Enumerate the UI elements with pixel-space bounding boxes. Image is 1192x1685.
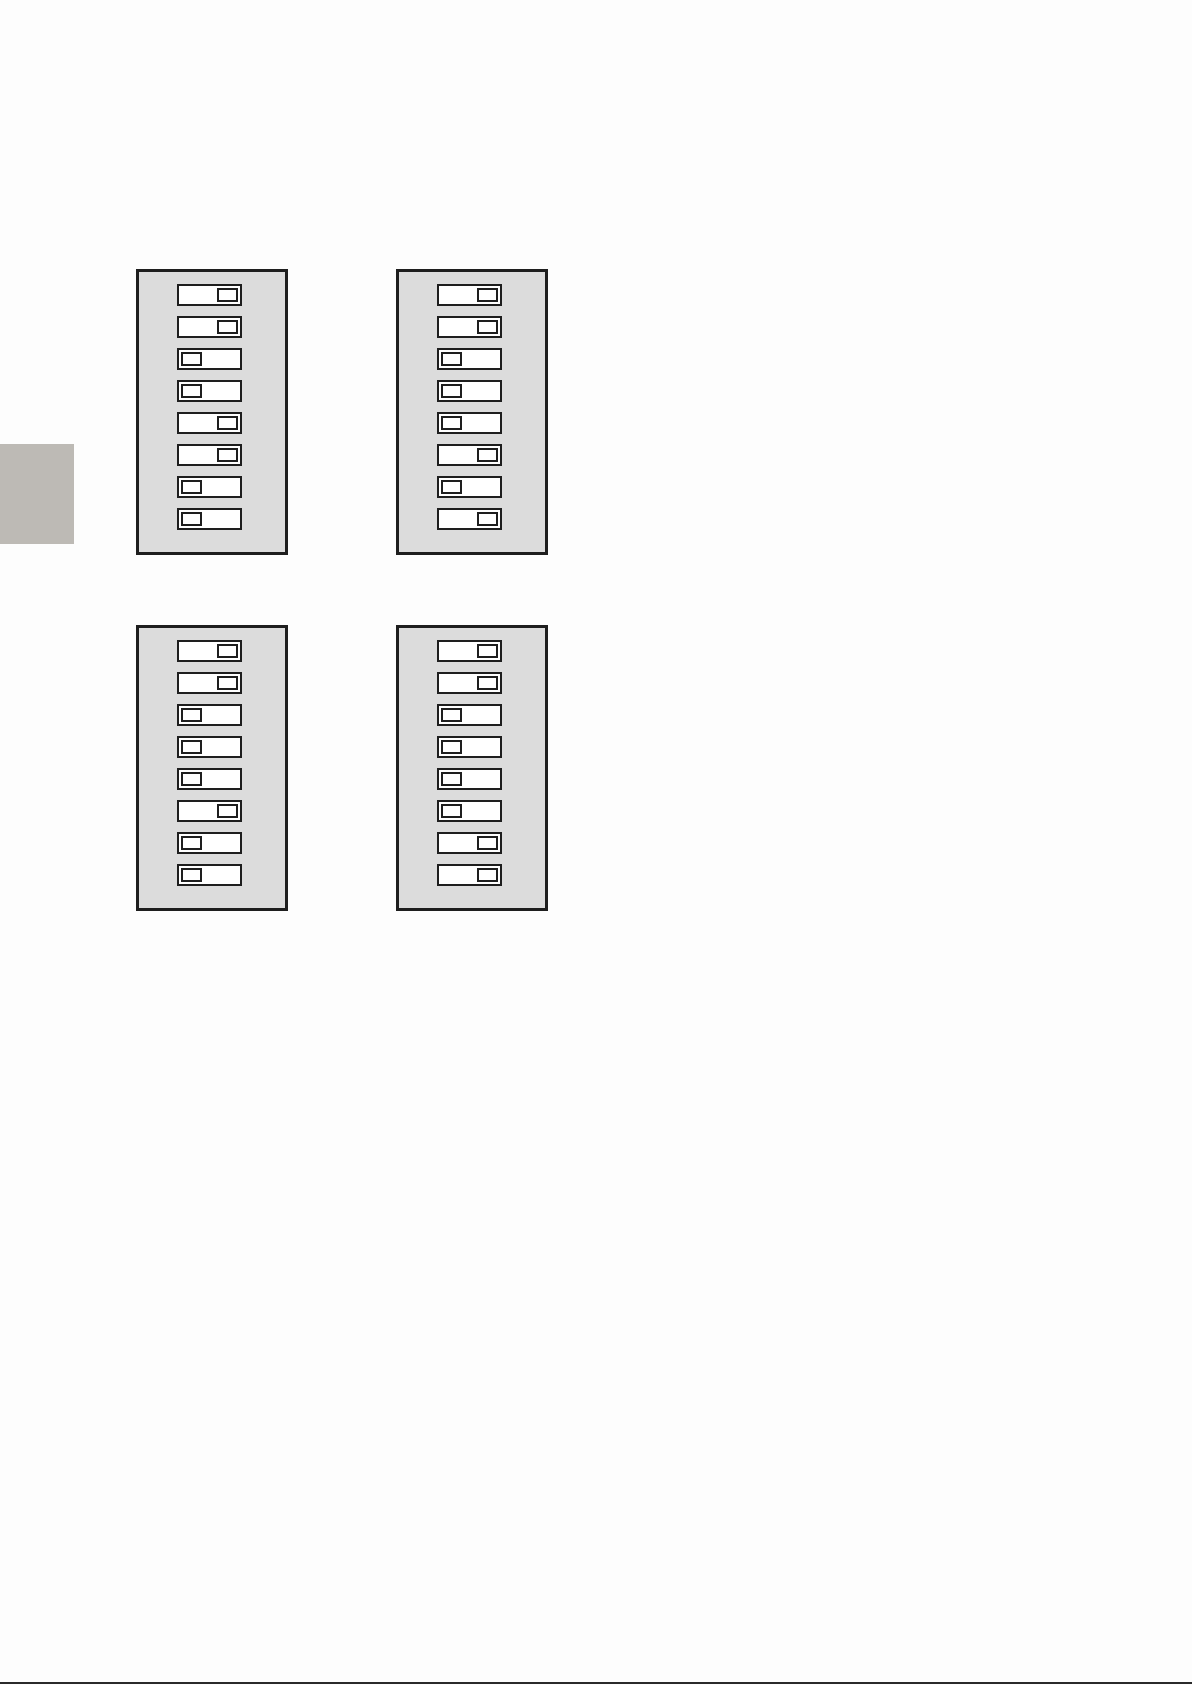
dip-switch-2 — [437, 316, 502, 338]
dip-switch-2 — [177, 316, 242, 338]
dip-switch-1 — [437, 284, 502, 306]
dip-switch-6 — [177, 444, 242, 466]
dip-switch-5 — [437, 768, 502, 790]
dip-switch-knob — [477, 868, 498, 882]
dip-switch-knob — [441, 480, 462, 494]
dip-switch-4 — [437, 736, 502, 758]
dip-switch-4 — [437, 380, 502, 402]
dip-switch-6 — [437, 444, 502, 466]
dip-switch-knob — [217, 416, 238, 430]
dip-switch-panel-2 — [396, 269, 548, 555]
dip-switch-knob — [477, 448, 498, 462]
dip-switch-knob — [441, 772, 462, 786]
dip-switch-knob — [217, 804, 238, 818]
dip-switch-knob — [217, 644, 238, 658]
dip-switch-knob — [477, 644, 498, 658]
dip-switch-knob — [477, 676, 498, 690]
dip-switch-knob — [441, 384, 462, 398]
dip-switch-knob — [181, 384, 202, 398]
dip-switch-1 — [437, 640, 502, 662]
dip-switch-knob — [477, 512, 498, 526]
dip-switch-knob — [477, 288, 498, 302]
dip-switch-knob — [441, 708, 462, 722]
dip-switch-5 — [437, 412, 502, 434]
dip-switch-knob — [181, 836, 202, 850]
dip-switch-knob — [441, 804, 462, 818]
dip-switch-knob — [181, 708, 202, 722]
dip-switch-knob — [181, 480, 202, 494]
dip-switch-knob — [217, 676, 238, 690]
dip-switch-8 — [177, 508, 242, 530]
dip-switch-knob — [217, 288, 238, 302]
dip-switch-1 — [177, 284, 242, 306]
dip-switch-8 — [437, 864, 502, 886]
dip-switch-knob — [181, 512, 202, 526]
dip-switch-4 — [177, 736, 242, 758]
dip-switch-1 — [177, 640, 242, 662]
dip-switch-knob — [181, 352, 202, 366]
dip-switch-knob — [181, 772, 202, 786]
dip-switch-knob — [217, 320, 238, 334]
dip-switch-5 — [177, 768, 242, 790]
dip-switch-3 — [437, 348, 502, 370]
dip-switch-7 — [437, 476, 502, 498]
dip-switch-2 — [437, 672, 502, 694]
dip-switch-knob — [441, 352, 462, 366]
dip-switch-7 — [437, 832, 502, 854]
dip-switch-panel-3 — [136, 625, 288, 911]
dip-switch-knob — [441, 416, 462, 430]
dip-switch-3 — [177, 704, 242, 726]
dip-switch-6 — [177, 800, 242, 822]
page-bottom-rule — [0, 1682, 1192, 1684]
dip-switch-3 — [437, 704, 502, 726]
dip-switch-8 — [177, 864, 242, 886]
dip-switch-knob — [441, 740, 462, 754]
dip-switch-7 — [177, 476, 242, 498]
dip-switch-knob — [217, 448, 238, 462]
dip-switch-panel-4 — [396, 625, 548, 911]
dip-switch-5 — [177, 412, 242, 434]
dip-switch-2 — [177, 672, 242, 694]
dip-switch-7 — [177, 832, 242, 854]
dip-switch-knob — [477, 836, 498, 850]
dip-switch-8 — [437, 508, 502, 530]
dip-switch-panel-1 — [136, 269, 288, 555]
chapter-side-tab — [0, 444, 74, 544]
dip-switch-4 — [177, 380, 242, 402]
dip-switch-knob — [477, 320, 498, 334]
dip-switch-knob — [181, 868, 202, 882]
dip-switch-6 — [437, 800, 502, 822]
dip-switch-knob — [181, 740, 202, 754]
dip-switch-3 — [177, 348, 242, 370]
